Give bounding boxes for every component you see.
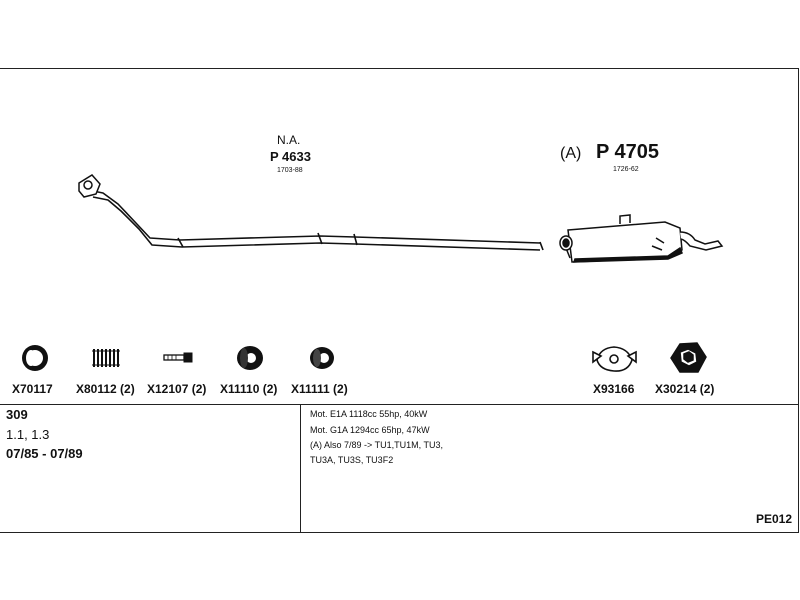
info-divider (300, 404, 301, 533)
ring-gasket-icon (22, 345, 48, 371)
washer-icon (310, 347, 334, 369)
vehicle-period: 07/85 - 07/89 (6, 446, 83, 461)
part-code-x80112: X80112 (2) (76, 382, 135, 396)
part-code-x12107: X12107 (2) (147, 382, 207, 396)
clamp-icon (592, 346, 637, 372)
engine-note-2: Mot. G1A 1294cc 65hp, 47kW (310, 425, 430, 435)
part-code-x11110: X11110 (2) (220, 382, 278, 396)
rubber-mount-icon (237, 346, 263, 370)
front-pipe (87, 189, 544, 251)
vehicle-engines: 1.1, 1.3 (6, 427, 50, 442)
front-pipe-section-label: N.A. (277, 133, 301, 147)
diagram-code: PE012 (755, 512, 792, 526)
part-code-x11111: X11111 (2) (291, 382, 348, 396)
bolt-icon (163, 352, 193, 363)
vehicle-model: 309 (6, 407, 28, 422)
pipe-flange (78, 174, 101, 198)
front-pipe-part-number: P 4633 (270, 149, 311, 164)
engine-note-4: TU3A, TU3S, TU3F2 (310, 455, 394, 465)
part-code-x30214: X30214 (2) (655, 382, 715, 396)
engine-note-1: Mot. E1A 1118cc 55hp, 40kW (310, 409, 428, 419)
spring-icon (92, 349, 120, 367)
front-pipe-sub-code: 1703-88 (277, 167, 303, 174)
engine-note-3: (A) Also 7/89 -> TU1,TU1M, TU3, (310, 440, 443, 450)
part-code-x70117: X70117 (12, 382, 53, 396)
vehicle-info-box (0, 404, 799, 533)
rear-silencer-sub-code: 1726-62 (613, 166, 639, 173)
rear-silencer-part-number: P 4705 (596, 141, 660, 163)
hex-flange-icon (670, 342, 707, 373)
diagram-sheet (0, 68, 799, 533)
part-code-x93166: X93166 (593, 382, 635, 396)
rear-silencer-section-label: (A) (560, 145, 582, 162)
rear-silencer (559, 214, 724, 263)
